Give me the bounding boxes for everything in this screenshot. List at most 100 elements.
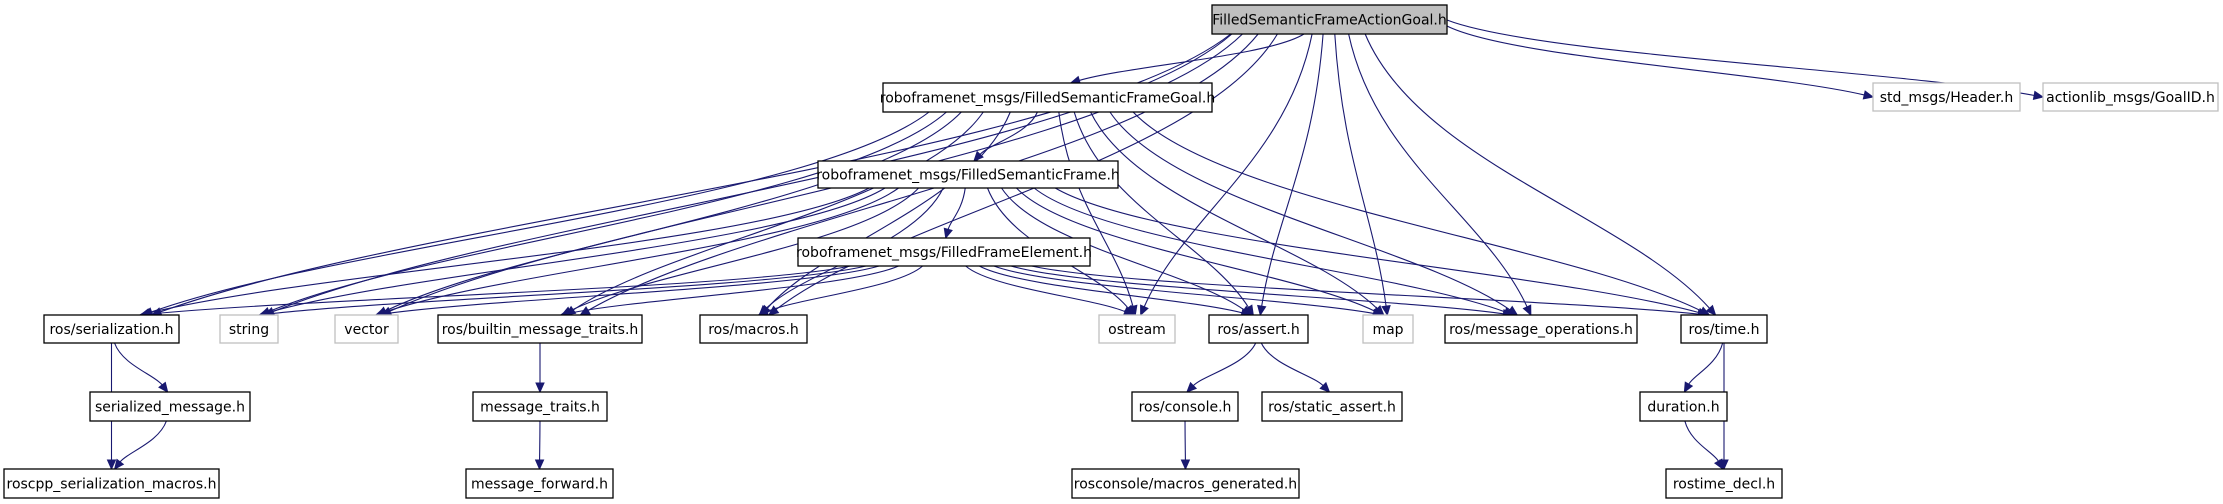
node-traits[interactable]: message_traits.h: [472, 391, 608, 422]
node-serialized[interactable]: serialized_message.h: [89, 391, 251, 422]
edge-duration-to-rostimedecl: [1684, 420, 1724, 471]
arrowhead-icon: [1705, 304, 1717, 316]
node-frame[interactable]: roboframenet_msgs/FilledSemanticFrame.h: [816, 160, 1120, 189]
node-label: roboframenet_msgs/FilledSemanticFrame.h: [816, 168, 1120, 184]
node-label: string: [229, 322, 269, 338]
edge-line: [947, 187, 966, 230]
edge-line: [1684, 420, 1719, 462]
arrowhead-icon: [2032, 90, 2045, 101]
edge-element-to-ostream: [965, 265, 1135, 316]
edge-line: [979, 111, 1038, 155]
node-string: string: [219, 314, 279, 344]
edge-line: [1073, 111, 1249, 308]
node-box: [1261, 391, 1403, 422]
edge-line: [569, 265, 899, 314]
edge-goal-to-serialization: [141, 111, 930, 317]
node-element[interactable]: roboframenet_msgs/FilledFrameElement.h: [796, 237, 1092, 267]
arrowhead-icon: [943, 227, 953, 240]
node-label: message_forward.h: [471, 477, 608, 493]
node-label: std_msgs/Header.h: [1880, 90, 2014, 106]
node-label: ros/serialization.h: [49, 322, 173, 338]
node-label: roboframenet_msgs/FilledFrameElement.h: [796, 245, 1092, 261]
node-console[interactable]: ros/console.h: [1131, 391, 1239, 422]
edge-goal-to-macros: [760, 111, 1011, 316]
arrowhead-icon: [1683, 381, 1694, 394]
node-rostimedecl[interactable]: rostime_decl.h: [1665, 468, 1783, 499]
node-box: [1680, 314, 1768, 344]
arrowhead-icon: [106, 459, 117, 471]
arrowhead-icon: [534, 459, 545, 471]
node-goalid: actionlib_msgs/GoalID.h: [2042, 82, 2219, 112]
edge-root-to-ostream: [1140, 33, 1313, 317]
node-label: ros/console.h: [1139, 400, 1232, 416]
edge-element-to-vector: [374, 265, 880, 319]
arrowhead-icon: [158, 381, 169, 393]
node-box: [219, 314, 279, 344]
edge-serialized-to-sermacros: [113, 420, 167, 470]
node-root[interactable]: FilledSemanticFrameActionGoal.h: [1211, 4, 1448, 35]
node-box: [1071, 468, 1300, 499]
node-box: [699, 314, 808, 344]
node-macros[interactable]: ros/macros.h: [699, 314, 808, 344]
node-goal[interactable]: roboframenet_msgs/FilledSemanticFrameGoa…: [880, 82, 1215, 113]
node-label: duration.h: [1647, 400, 1719, 416]
node-label: roboframenet_msgs/FilledSemanticFrameGoa…: [880, 91, 1215, 107]
node-label: ostream: [1108, 322, 1166, 338]
node-label: ros/time.h: [1689, 322, 1760, 338]
node-ostream: ostream: [1098, 314, 1176, 344]
node-box: [3, 468, 220, 499]
edge-line: [148, 265, 851, 315]
arrowhead-icon: [1186, 381, 1198, 393]
node-box: [1639, 391, 1728, 422]
edge-line: [766, 265, 923, 313]
edge-line: [1001, 187, 1245, 311]
node-label: FilledSemanticFrameActionGoal.h: [1212, 13, 1447, 29]
edge-console-to-macrosgen: [1180, 420, 1191, 471]
edge-line: [1143, 33, 1313, 307]
node-sermacros[interactable]: roscpp_serialization_macros.h: [3, 468, 220, 499]
edge-root-to-goal: [1069, 33, 1305, 85]
node-builtin[interactable]: ros/builtin_message_traits.h: [437, 314, 643, 344]
edge-line: [119, 420, 167, 463]
node-msgops[interactable]: ros/message_operations.h: [1444, 314, 1638, 344]
edge-line: [1348, 33, 1528, 308]
edge-element-to-macros: [757, 265, 923, 316]
edge-line: [384, 265, 880, 315]
edge-line: [1090, 111, 1378, 310]
edge-root-to-header: [1446, 25, 1875, 100]
edge-frame-to-element: [943, 187, 966, 240]
node-label: rostime_decl.h: [1673, 477, 1775, 493]
node-forward[interactable]: message_forward.h: [465, 468, 614, 499]
arrowhead-icon: [1257, 304, 1267, 317]
node-static_assert[interactable]: ros/static_assert.h: [1261, 391, 1403, 422]
edge-line: [1261, 33, 1324, 307]
node-time[interactable]: ros/time.h: [1680, 314, 1768, 344]
node-label: rosconsole/macros_generated.h: [1074, 477, 1297, 493]
arrowhead-icon: [113, 458, 125, 470]
node-assert[interactable]: ros/assert.h: [1208, 314, 1309, 344]
node-duration[interactable]: duration.h: [1639, 391, 1728, 422]
edge-line: [1010, 265, 1504, 315]
edge-frame-to-time: [1054, 187, 1709, 318]
arrowhead-icon: [1140, 304, 1149, 317]
edge-line: [1364, 33, 1710, 309]
edge-line: [1688, 342, 1724, 385]
node-box: [43, 314, 180, 344]
node-map: map: [1362, 314, 1414, 344]
node-box: [334, 314, 399, 344]
edge-line: [1132, 111, 1702, 312]
arrowhead-icon: [1862, 90, 1875, 100]
edge-line: [766, 111, 1011, 309]
node-serialization[interactable]: ros/serialization.h: [43, 314, 180, 344]
node-label: ros/message_operations.h: [1449, 322, 1633, 338]
node-box: [89, 391, 251, 422]
nodes-layer: FilledSemanticFrameActionGoal.h roboframe…: [3, 4, 2219, 499]
node-box: [817, 160, 1119, 189]
node-macrosgen[interactable]: rosconsole/macros_generated.h: [1071, 468, 1300, 499]
edge-root-to-map: [1334, 33, 1391, 317]
node-label: serialized_message.h: [95, 400, 245, 416]
edge-line: [149, 187, 870, 314]
node-label: ros/macros.h: [708, 322, 799, 338]
arrowhead-icon: [1180, 459, 1191, 471]
